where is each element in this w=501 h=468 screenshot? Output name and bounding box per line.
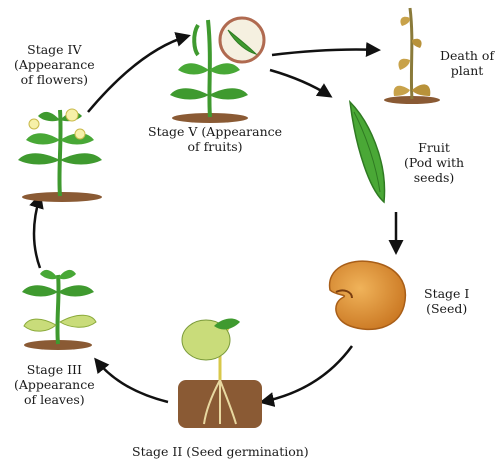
arrow-stage5-to-fruit	[270, 70, 330, 96]
seed	[330, 261, 406, 329]
label-stage-ii: Stage II (Seed germination)	[132, 444, 309, 459]
stage-v-plant	[170, 18, 264, 123]
flower-icon	[66, 109, 78, 121]
flower-icon	[29, 119, 39, 129]
arrow-stage4-to-stage5	[88, 36, 188, 112]
arrow-stage5-to-death	[272, 50, 378, 55]
arrow-seed-to-germination	[262, 346, 352, 402]
stage-iii-plant	[22, 270, 96, 350]
germinating-seed	[178, 319, 262, 428]
fruit-magnifier	[220, 18, 264, 62]
fruit-pod	[350, 102, 385, 202]
arrow-stage3-to-stage4	[34, 196, 40, 268]
dead-plant	[384, 8, 440, 104]
arrow-germination-to-stage3	[96, 360, 168, 402]
label-stage-i: Stage I(Seed)	[424, 286, 469, 316]
stage-iv-plant	[18, 109, 102, 202]
flower-icon	[75, 129, 85, 139]
